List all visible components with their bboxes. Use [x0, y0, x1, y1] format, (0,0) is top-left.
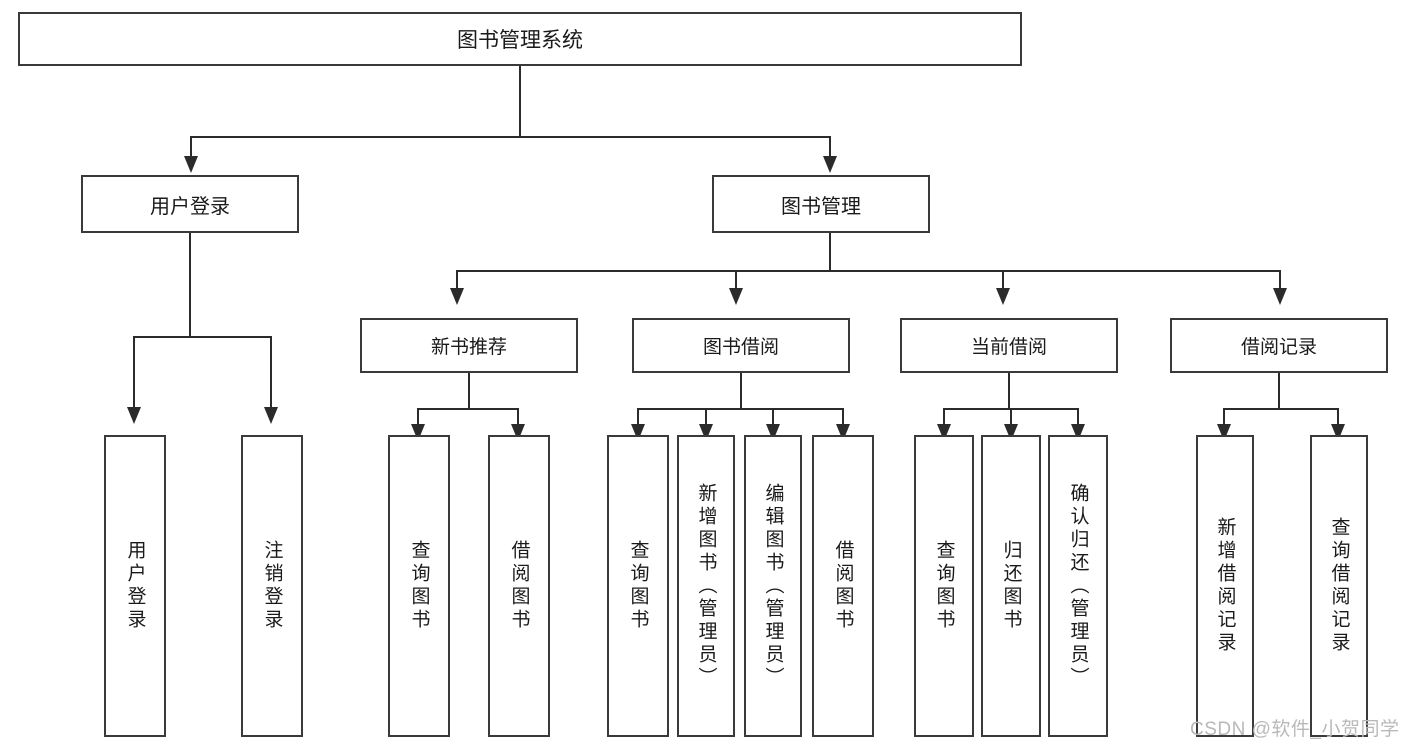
connector-user-login-stem: [189, 233, 191, 337]
node-label: 新书推荐: [430, 337, 507, 358]
node-label: 借阅图书: [508, 540, 530, 632]
arrowhead-leaf-logout: [264, 407, 278, 424]
arrowhead-current-borrow: [996, 288, 1010, 305]
node-label: 归还图书: [1000, 540, 1022, 632]
leaf-bb-add-book-admin[interactable]: 新增图书（管理员）: [677, 435, 735, 737]
node-user-login[interactable]: 用户登录: [81, 175, 299, 233]
leaf-user-login[interactable]: 用户登录: [104, 435, 166, 737]
connector-to-new-book: [456, 270, 458, 290]
connector-user-login-bar: [134, 336, 272, 338]
connector-new-book-stem: [468, 373, 470, 409]
connector-bb-leaf1: [637, 408, 639, 426]
node-label: 借阅图书: [832, 540, 854, 632]
connector-bb-leaf3: [772, 408, 774, 426]
node-label: 查询图书: [627, 540, 649, 632]
connector-book-borrow-stem: [740, 373, 742, 409]
connector-to-borrow-record: [1279, 270, 1281, 290]
node-book-borrow[interactable]: 图书借阅: [632, 318, 850, 373]
node-book-management[interactable]: 图书管理: [712, 175, 930, 233]
leaf-nb-query-book[interactable]: 查询图书: [388, 435, 450, 737]
node-label: 查询借阅记录: [1328, 517, 1350, 655]
node-label: 编辑图书（管理员）: [762, 482, 784, 690]
connector-new-book-leaf2: [517, 408, 519, 426]
node-label: 用户登录: [124, 540, 146, 632]
leaf-bb-query-book[interactable]: 查询图书: [607, 435, 669, 737]
connector-root-bar: [191, 136, 831, 138]
node-borrow-record[interactable]: 借阅记录: [1170, 318, 1388, 373]
node-label: 当前借阅: [970, 337, 1047, 358]
node-new-book-recommend[interactable]: 新书推荐: [360, 318, 578, 373]
connector-br-leaf1: [1223, 408, 1225, 426]
node-label: 查询图书: [933, 540, 955, 632]
leaf-br-add-record[interactable]: 新增借阅记录: [1196, 435, 1254, 737]
leaf-bb-borrow-book[interactable]: 借阅图书: [812, 435, 874, 737]
node-root-system[interactable]: 图书管理系统: [18, 12, 1022, 66]
connector-bb-leaf4: [842, 408, 844, 426]
arrowhead-book-mgmt: [823, 156, 837, 173]
connector-new-book-bar: [418, 408, 519, 410]
connector-root-to-user-login: [190, 136, 192, 158]
connector-root-stem: [519, 66, 521, 137]
leaf-logout[interactable]: 注销登录: [241, 435, 303, 737]
connector-user-login-leaf2: [270, 336, 272, 409]
leaf-bb-edit-book-admin[interactable]: 编辑图书（管理员）: [744, 435, 802, 737]
node-label: 注销登录: [261, 540, 283, 632]
connector-book-borrow-bar: [638, 408, 844, 410]
connector-current-borrow-stem: [1008, 373, 1010, 409]
connector-borrow-record-stem: [1278, 373, 1280, 409]
node-label: 图书管理: [781, 195, 861, 218]
connector-br-leaf2: [1337, 408, 1339, 426]
leaf-cb-confirm-return-admin[interactable]: 确认归还（管理员）: [1048, 435, 1108, 737]
connector-new-book-leaf1: [417, 408, 419, 426]
connector-cb-leaf1: [943, 408, 945, 426]
connector-cb-leaf3: [1077, 408, 1079, 426]
node-label: 新增借阅记录: [1214, 517, 1236, 655]
leaf-cb-query-book[interactable]: 查询图书: [914, 435, 974, 737]
arrowhead-user-login: [184, 156, 198, 173]
node-label: 用户登录: [150, 195, 230, 218]
arrowhead-book-borrow: [729, 288, 743, 305]
leaf-br-query-record[interactable]: 查询借阅记录: [1310, 435, 1368, 737]
node-label: 确认归还（管理员）: [1067, 482, 1089, 690]
node-label: 借阅记录: [1240, 337, 1317, 358]
connector-cb-leaf2: [1010, 408, 1012, 426]
node-label: 图书管理系统: [457, 29, 583, 52]
leaf-nb-borrow-book[interactable]: 借阅图书: [488, 435, 550, 737]
connector-to-current-borrow: [1002, 270, 1004, 290]
connector-borrow-record-bar: [1224, 408, 1338, 410]
node-label: 图书借阅: [702, 337, 779, 358]
connector-user-login-leaf1: [133, 336, 135, 409]
node-label: 查询图书: [408, 540, 430, 632]
arrowhead-leaf-user-login: [127, 407, 141, 424]
leaf-cb-return-book[interactable]: 归还图书: [981, 435, 1041, 737]
arrowhead-new-book: [450, 288, 464, 305]
connector-to-book-borrow: [735, 270, 737, 290]
connector-root-to-book-mgmt: [829, 136, 831, 158]
node-current-borrow[interactable]: 当前借阅: [900, 318, 1118, 373]
connector-book-mgmt-stem: [829, 233, 831, 271]
node-label: 新增图书（管理员）: [695, 482, 717, 690]
arrowhead-borrow-record: [1273, 288, 1287, 305]
connector-level2-bar: [457, 270, 1281, 272]
connector-bb-leaf2: [705, 408, 707, 426]
